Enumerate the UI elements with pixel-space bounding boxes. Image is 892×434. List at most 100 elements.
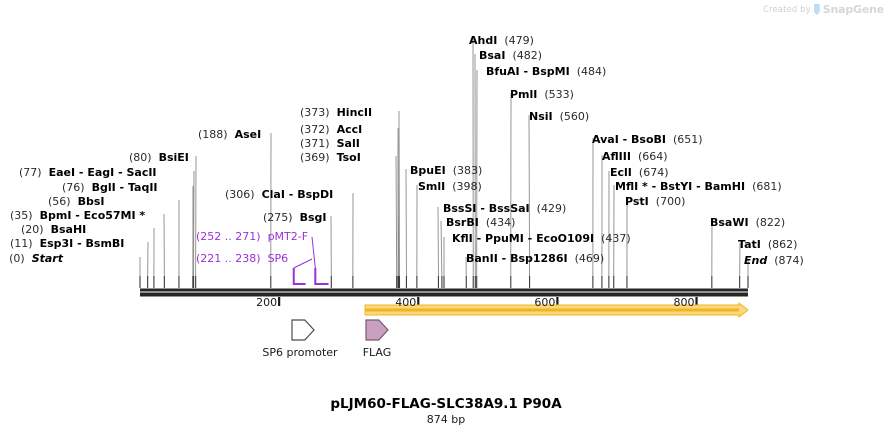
enzyme-name-separator: - (115, 181, 128, 194)
primer-leader-p2 (293, 258, 313, 269)
enzyme-name: BpuEI (410, 164, 446, 177)
enzyme-name: BsiEI (158, 151, 189, 164)
feature-arrow-f_sp6[interactable] (291, 319, 315, 341)
enzyme-site-label-s398[interactable]: SmlI (398) (418, 181, 482, 193)
feature-arrow-f_flag[interactable] (365, 319, 389, 341)
enzyme-site-label-s822[interactable]: BsaWI (822) (710, 217, 785, 229)
primer-bracket-p2 (292, 268, 306, 285)
enzyme-name: TatI (738, 238, 761, 251)
enzyme-name: EagI (87, 166, 115, 179)
primer-leader-p1 (311, 236, 316, 269)
enzyme-position: (80) (129, 151, 152, 164)
enzyme-site-label-s383[interactable]: BpuEI (383) (410, 165, 482, 177)
enzyme-name: AccI (336, 123, 363, 136)
enzyme-position: (429) (536, 202, 567, 215)
enzyme-position: (700) (655, 195, 686, 208)
enzyme-name: BspMI (531, 65, 570, 78)
enzyme-position: (651) (673, 133, 703, 146)
enzyme-position: (0) (9, 252, 25, 265)
enzyme-site-label-s372[interactable]: (372) AccI (300, 124, 362, 136)
enzyme-name: AseI (234, 128, 262, 141)
enzyme-site-label-s469[interactable]: BanII - Bsp1286I (469) (466, 253, 604, 265)
enzyme-position: (77) (19, 166, 42, 179)
enzyme-site-label-s11[interactable]: (11) Esp3I - BsmBI (10, 238, 124, 250)
enzyme-name-separator: - (497, 252, 511, 265)
enzyme-name: Start (31, 252, 63, 265)
enzyme-name-separator: - (692, 180, 705, 193)
enzyme-position: (76) (62, 181, 85, 194)
enzyme-site-label-s373[interactable]: (373) HincII (300, 107, 372, 119)
ruler-label-200: 200 (256, 296, 278, 309)
enzyme-name: SalI (336, 137, 360, 150)
enzyme-site-label-s484[interactable]: BfuAI - BspMI (484) (486, 66, 606, 78)
enzyme-name: BsaI (479, 49, 506, 62)
ruler-label-400: 400 (395, 296, 417, 309)
enzyme-site-label-s275[interactable]: (275) BsgI (263, 212, 327, 224)
enzyme-site-label-s479[interactable]: AhdI (479) (469, 35, 534, 47)
enzyme-site-label-s437[interactable]: KflI - PpuMI - EcoO109I (437) (452, 233, 631, 245)
enzyme-name: Eco57MI * (83, 209, 146, 222)
enzyme-name: BsaHI (50, 223, 87, 236)
enzyme-position: (479) (504, 34, 534, 47)
enzyme-position: (373) (300, 106, 330, 119)
enzyme-position: (11) (10, 237, 33, 250)
enzyme-site-label-s874[interactable]: End (874) (744, 255, 804, 267)
enzyme-name: TsoI (336, 151, 361, 164)
enzyme-site-label-s35[interactable]: (35) BpmI - Eco57MI * (10, 210, 145, 222)
leader-lines-group (139, 38, 749, 278)
enzyme-site-label-s862[interactable]: TatI (862) (738, 239, 797, 251)
enzyme-name: BstYI (660, 180, 693, 193)
enzyme-position: (482) (512, 49, 543, 62)
enzyme-name: Bsp1286I (510, 252, 568, 265)
enzyme-site-label-s651[interactable]: AvaI - BsoBI (651) (592, 134, 703, 146)
enzyme-position: (674) (638, 166, 669, 179)
enzyme-site-label-s533[interactable]: PmlI (533) (510, 89, 574, 101)
enzyme-position: (56) (48, 195, 71, 208)
enzyme-position: (20) (21, 223, 44, 236)
enzyme-name: BsgI (299, 211, 327, 224)
enzyme-site-label-s188[interactable]: (188) AseI (198, 129, 261, 141)
enzyme-name: PpuMI (485, 232, 524, 245)
enzyme-position: (533) (544, 88, 574, 101)
enzyme-site-label-s306[interactable]: (306) ClaI - BspDI (225, 189, 333, 201)
leader-line-s434 (440, 220, 443, 278)
enzyme-position: (372) (300, 123, 330, 136)
primer-name: SP6 (267, 252, 289, 265)
enzyme-site-label-s681[interactable]: MflI * - BstYI - BamHI (681) (615, 181, 782, 193)
enzyme-name: BbsI (77, 195, 105, 208)
enzyme-site-label-s482[interactable]: BsaI (482) (479, 50, 542, 62)
enzyme-site-label-s664[interactable]: AflIII (664) (602, 151, 668, 163)
enzyme-name-separator: - (618, 133, 632, 146)
enzyme-site-label-s429[interactable]: BssSI - BssSaI (429) (443, 203, 566, 215)
enzyme-site-label-s434[interactable]: BsrBI (434) (446, 217, 515, 229)
primer-label-p2[interactable]: (221 .. 238) SP6 (196, 253, 288, 265)
enzyme-site-label-s369[interactable]: (369) TsoI (300, 152, 361, 164)
enzyme-site-label-s371[interactable]: (371) SalI (300, 138, 360, 150)
enzyme-name-separator: - (75, 166, 88, 179)
enzyme-site-label-s0[interactable]: (0) Start (9, 253, 63, 265)
enzyme-position: (434) (485, 216, 516, 229)
enzyme-site-label-s20[interactable]: (20) BsaHI (21, 224, 86, 236)
enzyme-site-label-s56[interactable]: (56) BbsI (48, 196, 105, 208)
feature-arrows-group (291, 319, 389, 341)
enzyme-site-label-s700[interactable]: PstI (700) (625, 196, 685, 208)
leader-line-s372 (397, 127, 400, 278)
enzyme-name: BsoBI (631, 133, 667, 146)
enzyme-position: (822) (755, 216, 786, 229)
enzyme-site-label-s560[interactable]: NsiI (560) (529, 111, 589, 123)
enzyme-position: (306) (225, 188, 255, 201)
enzyme-name: BamHI (704, 180, 746, 193)
enzyme-name-separator: - (523, 232, 537, 245)
enzyme-site-label-s674[interactable]: EclI (674) (610, 167, 669, 179)
ruler-label-800: 800 (673, 296, 695, 309)
enzyme-site-label-s80[interactable]: (80) BsiEI (129, 152, 189, 164)
enzyme-position: (398) (452, 180, 482, 193)
enzyme-site-label-s77[interactable]: (77) EaeI - EagI - SacII (19, 167, 157, 179)
enzyme-name-separator: - (284, 188, 298, 201)
enzyme-position: (874) (774, 254, 804, 267)
primer-label-p1[interactable]: (252 .. 271) pMT2-F (196, 231, 308, 243)
snapgene-flag-icon (813, 4, 820, 15)
enzyme-site-label-s76[interactable]: (76) BglI - TaqII (62, 182, 158, 194)
enzyme-name: BsaWI (710, 216, 749, 229)
enzyme-position: (275) (263, 211, 293, 224)
